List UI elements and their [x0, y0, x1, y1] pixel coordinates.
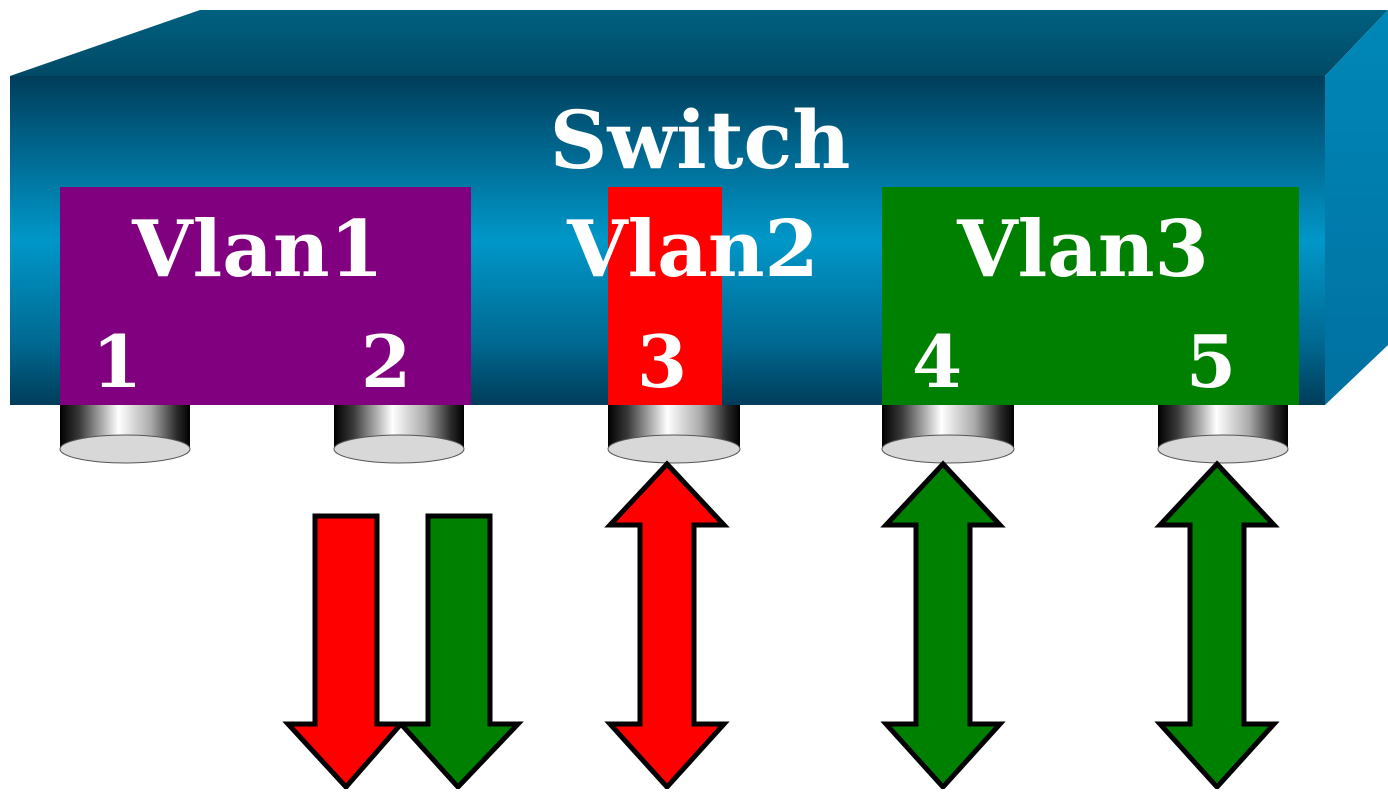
- port-4-connector: [881, 405, 1015, 464]
- port-3-label: 3: [637, 319, 687, 404]
- port-5-green-bidirectional-arrow: [1154, 460, 1280, 791]
- vlan3-region: [882, 187, 1299, 405]
- port-3-connector: [607, 405, 741, 464]
- vlan2-region: [608, 187, 722, 405]
- vlan1-region: [60, 187, 471, 405]
- port-labels: 1 2 3 4 5: [92, 319, 1236, 404]
- port-4-label: 4: [912, 319, 962, 404]
- port-2-label: 2: [361, 319, 411, 404]
- port-connectors: [59, 405, 1289, 464]
- vlan2-label: Vlan2: [566, 204, 819, 295]
- port-1-connector: [59, 405, 191, 464]
- switch-top-face: [10, 10, 1388, 76]
- vlan-regions: Vlan1 Vlan2 Vlan3: [60, 187, 1299, 405]
- vlan3-label: Vlan3: [956, 204, 1209, 295]
- port-1-label: 1: [92, 319, 142, 404]
- port-5-connector: [1157, 405, 1289, 464]
- port-2-green-down-arrow: [395, 513, 524, 791]
- switch-label: Switch: [550, 93, 851, 187]
- port-4-green-bidirectional-arrow: [880, 460, 1006, 791]
- traffic-arrows: [282, 460, 1280, 791]
- port-2-red-down-arrow: [282, 513, 407, 791]
- port-5-label: 5: [1186, 319, 1236, 404]
- vlan1-label: Vlan1: [131, 204, 384, 295]
- switch-side-face: [1325, 10, 1388, 405]
- port-2-connector: [333, 405, 465, 464]
- port-3-red-bidirectional-arrow: [604, 460, 730, 791]
